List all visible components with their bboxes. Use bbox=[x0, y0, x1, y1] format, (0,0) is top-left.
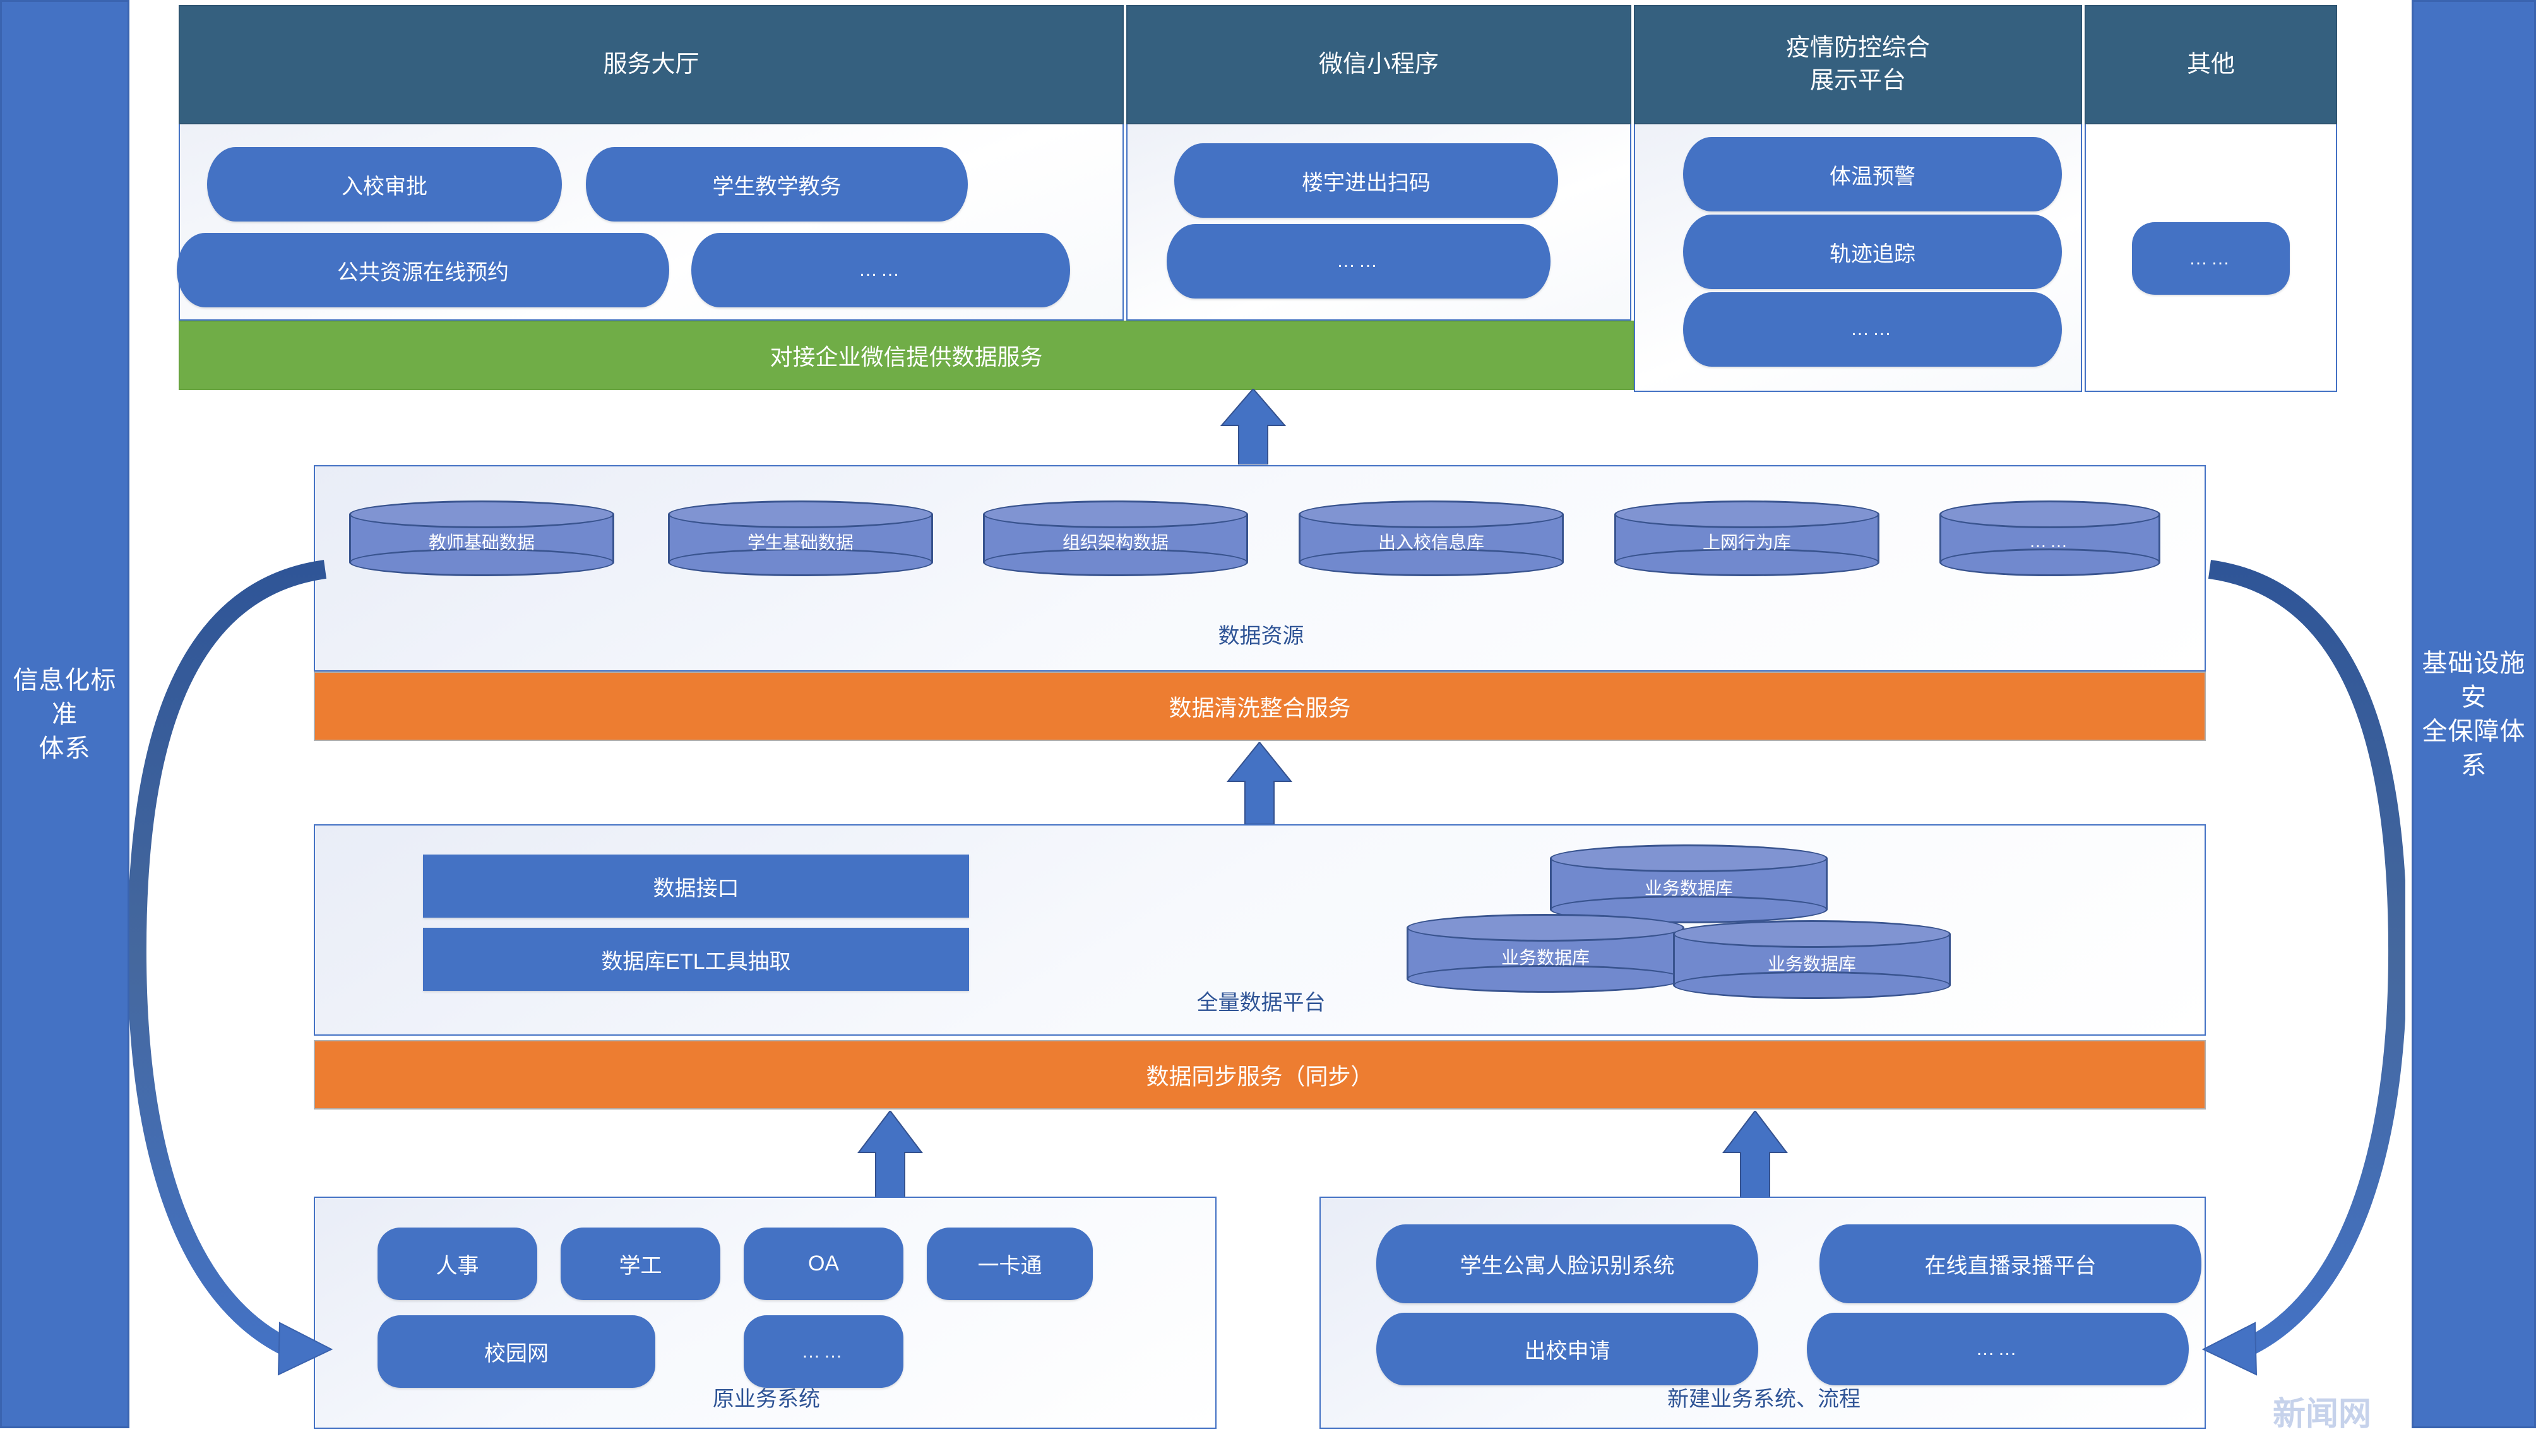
channel-header-other: 其他 bbox=[2085, 5, 2337, 124]
new-system-dorm-face-recognition[interactable]: 学生公寓人脸识别系统 bbox=[1376, 1224, 1758, 1303]
channel-header-service-hall: 服务大厅 bbox=[179, 5, 1124, 124]
orange-bar-data-sync-service: 数据同步服务（同步） bbox=[314, 1040, 2206, 1110]
panel-label-source-systems: 原业务系统 bbox=[713, 1387, 820, 1411]
arrow-up-to-green-bar bbox=[1220, 389, 1287, 465]
business-db-cylinder-right: 业务数据库 bbox=[1673, 920, 1951, 999]
panel-data-resource: 数据资源 bbox=[314, 465, 2206, 672]
orange-bar-clean-label: 数据清洗整合服务 bbox=[1169, 695, 1351, 721]
orange-bar-data-clean-integrate: 数据清洗整合服务 bbox=[314, 672, 2206, 741]
source-system-hr[interactable]: 人事 bbox=[378, 1228, 537, 1300]
platform-box-db-etl-extract[interactable]: 数据库ETL工具抽取 bbox=[423, 928, 969, 991]
arrow-up-from-source-systems bbox=[857, 1111, 924, 1199]
green-service-bar-label: 对接企业微信提供数据服务 bbox=[770, 344, 1043, 370]
service-pill-public-resource-booking[interactable]: 公共资源在线预约 bbox=[177, 233, 669, 307]
db-cylinder-campus-access: 出入校信息库 bbox=[1299, 500, 1564, 576]
sidebar-left-line2: 体系 bbox=[39, 734, 91, 762]
source-system-campus-card[interactable]: 一卡通 bbox=[927, 1228, 1093, 1300]
panel-label-new-systems: 新建业务系统、流程 bbox=[1667, 1387, 1860, 1411]
db-cylinder-more: …… bbox=[1939, 500, 2160, 576]
sidebar-right-line1: 基础设施安 bbox=[2422, 649, 2526, 711]
channel-title-wechat: 微信小程序 bbox=[1318, 50, 1439, 78]
channel-header-wechat-miniprogram: 微信小程序 bbox=[1126, 5, 1631, 124]
arrow-curved-left-loop bbox=[129, 560, 333, 1376]
orange-bar-sync-label: 数据同步服务（同步） bbox=[1146, 1063, 1374, 1089]
db-cylinder-internet-behavior: 上网行为库 bbox=[1614, 500, 1879, 576]
channel-body-service-hall: 入校审批 学生教学教务 公共资源在线预约 …… bbox=[177, 124, 1124, 321]
new-system-exit-application[interactable]: 出校申请 bbox=[1376, 1313, 1758, 1385]
arrow-curved-right-loop bbox=[2201, 560, 2405, 1376]
channel-title-epidemic-line2: 展示平台 bbox=[1809, 67, 1906, 94]
sidebar-right-line2: 全保障体系 bbox=[2422, 717, 2526, 779]
epidemic-pill-temperature-alert[interactable]: 体温预警 bbox=[1683, 137, 2062, 211]
new-system-more[interactable]: …… bbox=[1807, 1313, 2189, 1385]
db-cylinder-student-base: 学生基础数据 bbox=[668, 500, 933, 576]
panel-label-full-data-platform: 全量数据平台 bbox=[1196, 990, 1326, 1015]
service-pill-student-teaching[interactable]: 学生教学教务 bbox=[586, 147, 968, 222]
source-system-campus-network[interactable]: 校园网 bbox=[378, 1315, 655, 1388]
source-system-more[interactable]: …… bbox=[744, 1315, 903, 1388]
other-pill-more[interactable]: …… bbox=[2132, 222, 2290, 295]
wechat-pill-building-scan[interactable]: 楼宇进出扫码 bbox=[1174, 143, 1558, 218]
channel-body-epidemic-platform: 体温预警 轨迹追踪 …… bbox=[1634, 124, 2082, 392]
channel-header-epidemic-platform: 疫情防控综合 展示平台 bbox=[1634, 5, 2082, 124]
channel-title-other: 其他 bbox=[2186, 50, 2235, 78]
channel-body-other: …… bbox=[2085, 124, 2337, 392]
sidebar-left-line1: 信息化标准 bbox=[13, 666, 117, 728]
business-db-cylinder-top: 业务数据库 bbox=[1550, 844, 1828, 923]
channel-title-service-hall: 服务大厅 bbox=[603, 50, 699, 78]
epidemic-pill-more[interactable]: …… bbox=[1683, 292, 2062, 367]
arrow-up-from-new-systems bbox=[1722, 1111, 1789, 1199]
sidebar-left-standards: 信息化标准 体系 bbox=[0, 0, 129, 1428]
db-cylinder-teacher-base: 教师基础数据 bbox=[349, 500, 614, 576]
source-system-oa[interactable]: OA bbox=[744, 1228, 903, 1300]
green-service-bar: 对接企业微信提供数据服务 bbox=[179, 321, 1634, 390]
db-cylinder-org-structure: 组织架构数据 bbox=[983, 500, 1248, 576]
watermark-label: 新闻网 bbox=[2273, 1395, 2372, 1433]
channel-body-wechat-miniprogram: 楼宇进出扫码 …… bbox=[1126, 124, 1631, 321]
service-pill-ruxiao-shenpi[interactable]: 入校审批 bbox=[207, 147, 562, 222]
panel-label-data-resource: 数据资源 bbox=[1218, 624, 1304, 648]
sidebar-right-infrastructure: 基础设施安 全保障体系 bbox=[2412, 0, 2536, 1428]
arrow-up-to-clean-bar bbox=[1226, 742, 1293, 824]
wechat-pill-more[interactable]: …… bbox=[1167, 224, 1551, 299]
business-db-cylinder-left: 业务数据库 bbox=[1407, 914, 1684, 993]
channel-title-epidemic-line1: 疫情防控综合 bbox=[1785, 35, 1930, 62]
platform-box-data-interface[interactable]: 数据接口 bbox=[423, 855, 969, 918]
source-system-student-affairs[interactable]: 学工 bbox=[561, 1228, 720, 1300]
service-pill-more[interactable]: …… bbox=[691, 233, 1070, 307]
new-system-live-streaming-platform[interactable]: 在线直播录播平台 bbox=[1819, 1224, 2201, 1303]
epidemic-pill-trajectory-tracking[interactable]: 轨迹追踪 bbox=[1683, 215, 2062, 289]
